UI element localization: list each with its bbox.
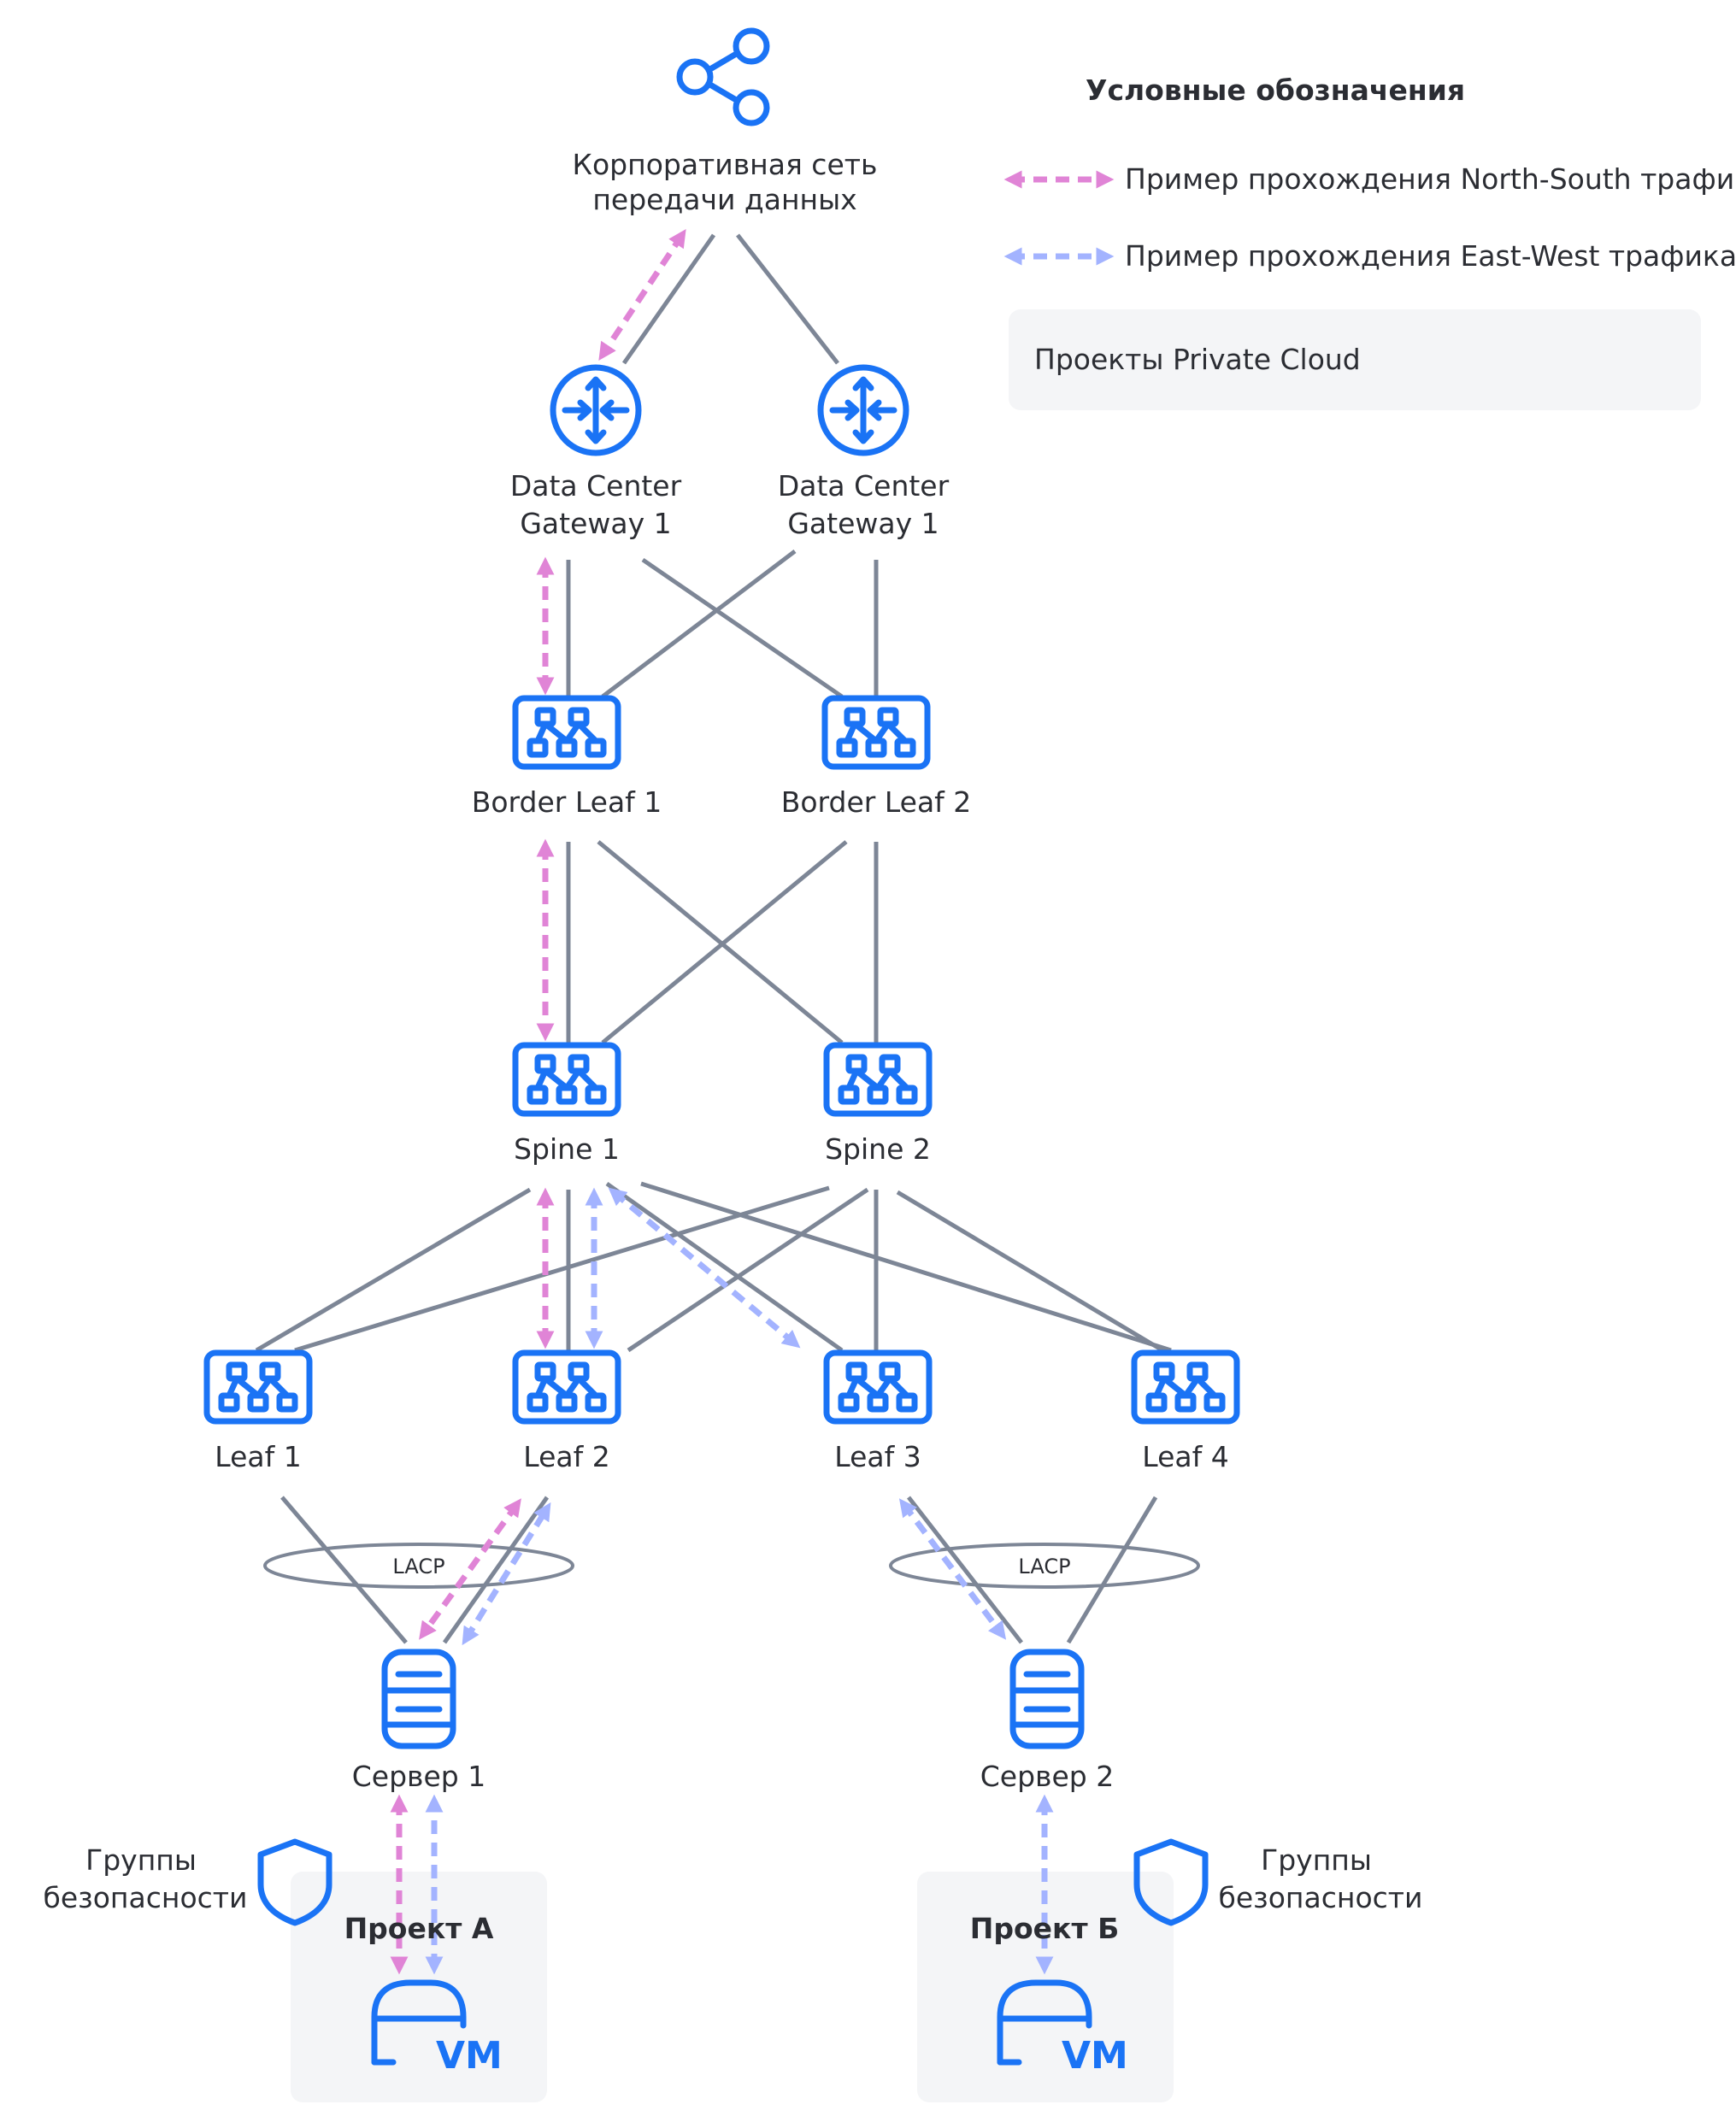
legend-north-south: Пример прохождения North-South трафика	[1003, 162, 1736, 196]
project-b-panel	[917, 1872, 1174, 2102]
share-network-icon	[676, 27, 770, 126]
security-groups-right-label-1: Группы	[1261, 1843, 1372, 1877]
ew-arrow-spine-1-leaf-3	[608, 1187, 801, 1349]
security-groups-right-label-2: безопасности	[1219, 1881, 1423, 1914]
spine-1-node: Spine 1	[514, 1045, 620, 1166]
switch-icon	[827, 1353, 929, 1421]
leaf-4-node: Leaf 4	[1134, 1353, 1237, 1473]
leaf-1-node: Leaf 1	[207, 1353, 309, 1473]
server-2-label: Сервер 2	[980, 1760, 1114, 1793]
security-groups-left: Группы безопасности	[44, 1842, 329, 1923]
legend-east-west-label: Пример прохождения East-West трафика	[1125, 239, 1736, 273]
lacp-left: LACP	[263, 1543, 574, 1589]
leaf-1-label: Leaf 1	[215, 1440, 301, 1473]
ew-arrow-server-1-leaf-2	[462, 1502, 551, 1646]
switch-icon	[515, 698, 618, 767]
legend-title: Условные обозначения	[1086, 73, 1465, 107]
gateway-2-label-1: Data Center	[778, 469, 950, 503]
lacp-right-ring	[889, 1543, 1200, 1589]
security-groups-right: Группы безопасности	[1137, 1842, 1422, 1923]
project-b: Проект Б VM	[970, 1912, 1128, 2078]
switch-icon	[1134, 1353, 1237, 1421]
project-b-vm-label: VM	[1062, 2034, 1128, 2078]
server-1-node: Сервер 1	[352, 1652, 485, 1793]
project-a-vm-label: VM	[436, 2034, 503, 2078]
security-groups-left-label-2: безопасности	[44, 1881, 248, 1914]
lacp-right: LACP	[889, 1543, 1200, 1589]
links	[255, 233, 1172, 1644]
gateway-1-node: Data Center Gateway 1	[510, 367, 682, 540]
switch-icon	[825, 698, 927, 767]
border-leaf-2-node: Border Leaf 2	[781, 698, 972, 819]
gateway-2-node: Data Center Gateway 1	[778, 367, 950, 540]
server-2-node: Сервер 2	[980, 1652, 1114, 1793]
border-leaf-1-label: Border Leaf 1	[472, 785, 662, 819]
spine-2-node: Spine 2	[825, 1045, 931, 1166]
ew-arrow-leaf-3-server-2	[898, 1498, 1007, 1640]
security-groups-left-label-1: Группы	[85, 1843, 197, 1877]
router-icon	[821, 367, 906, 453]
east-west-traffic	[425, 1187, 1054, 1975]
legend-private-cloud-swatch	[1009, 309, 1701, 410]
leaf-4-label: Leaf 4	[1142, 1440, 1228, 1473]
project-b-title: Проект Б	[970, 1912, 1119, 1945]
lacp-left-ring	[263, 1543, 574, 1589]
server-icon	[1013, 1652, 1081, 1746]
switch-icon	[515, 1045, 618, 1114]
corp-network-label-2: передачи данных	[592, 183, 856, 216]
spine-2-label: Spine 2	[825, 1132, 931, 1166]
legend-east-west: Пример прохождения East-West трафика	[1003, 239, 1736, 273]
router-icon	[553, 367, 638, 453]
project-a-panel	[291, 1872, 547, 2102]
corp-network-label-1: Корпоративная сеть	[573, 148, 878, 181]
corp-network-node: Корпоративная сеть передачи данных	[573, 27, 878, 216]
gateway-1-label-1: Data Center	[510, 469, 682, 503]
server-icon	[385, 1652, 453, 1746]
border-leaf-1-node: Border Leaf 1	[472, 698, 662, 819]
spine-1-label: Spine 1	[514, 1132, 620, 1166]
legend-private-cloud: Проекты Private Cloud	[1009, 309, 1701, 410]
leaf-2-node: Leaf 2	[515, 1353, 618, 1473]
gateway-1-label-2: Gateway 1	[520, 507, 671, 540]
lacp-left-label: LACP	[392, 1555, 444, 1578]
project-a-title: Проект А	[344, 1912, 494, 1945]
lacp-right-label: LACP	[1018, 1555, 1070, 1578]
leaf-2-label: Leaf 2	[523, 1440, 609, 1473]
switch-icon	[515, 1353, 618, 1421]
border-leaf-2-label: Border Leaf 2	[781, 785, 972, 819]
server-1-label: Сервер 1	[352, 1760, 485, 1793]
ns-arrow-corp-gw1	[598, 229, 686, 361]
leaf-3-label: Leaf 3	[834, 1440, 921, 1473]
legend-private-cloud-label: Проекты Private Cloud	[1034, 343, 1361, 376]
leaf-3-node: Leaf 3	[827, 1353, 929, 1473]
switch-icon	[207, 1353, 309, 1421]
legend-north-south-label: Пример прохождения North-South трафика	[1125, 162, 1736, 196]
switch-icon	[827, 1045, 929, 1114]
gateway-2-label-2: Gateway 1	[787, 507, 939, 540]
project-a: Проект А VM	[344, 1912, 503, 2078]
